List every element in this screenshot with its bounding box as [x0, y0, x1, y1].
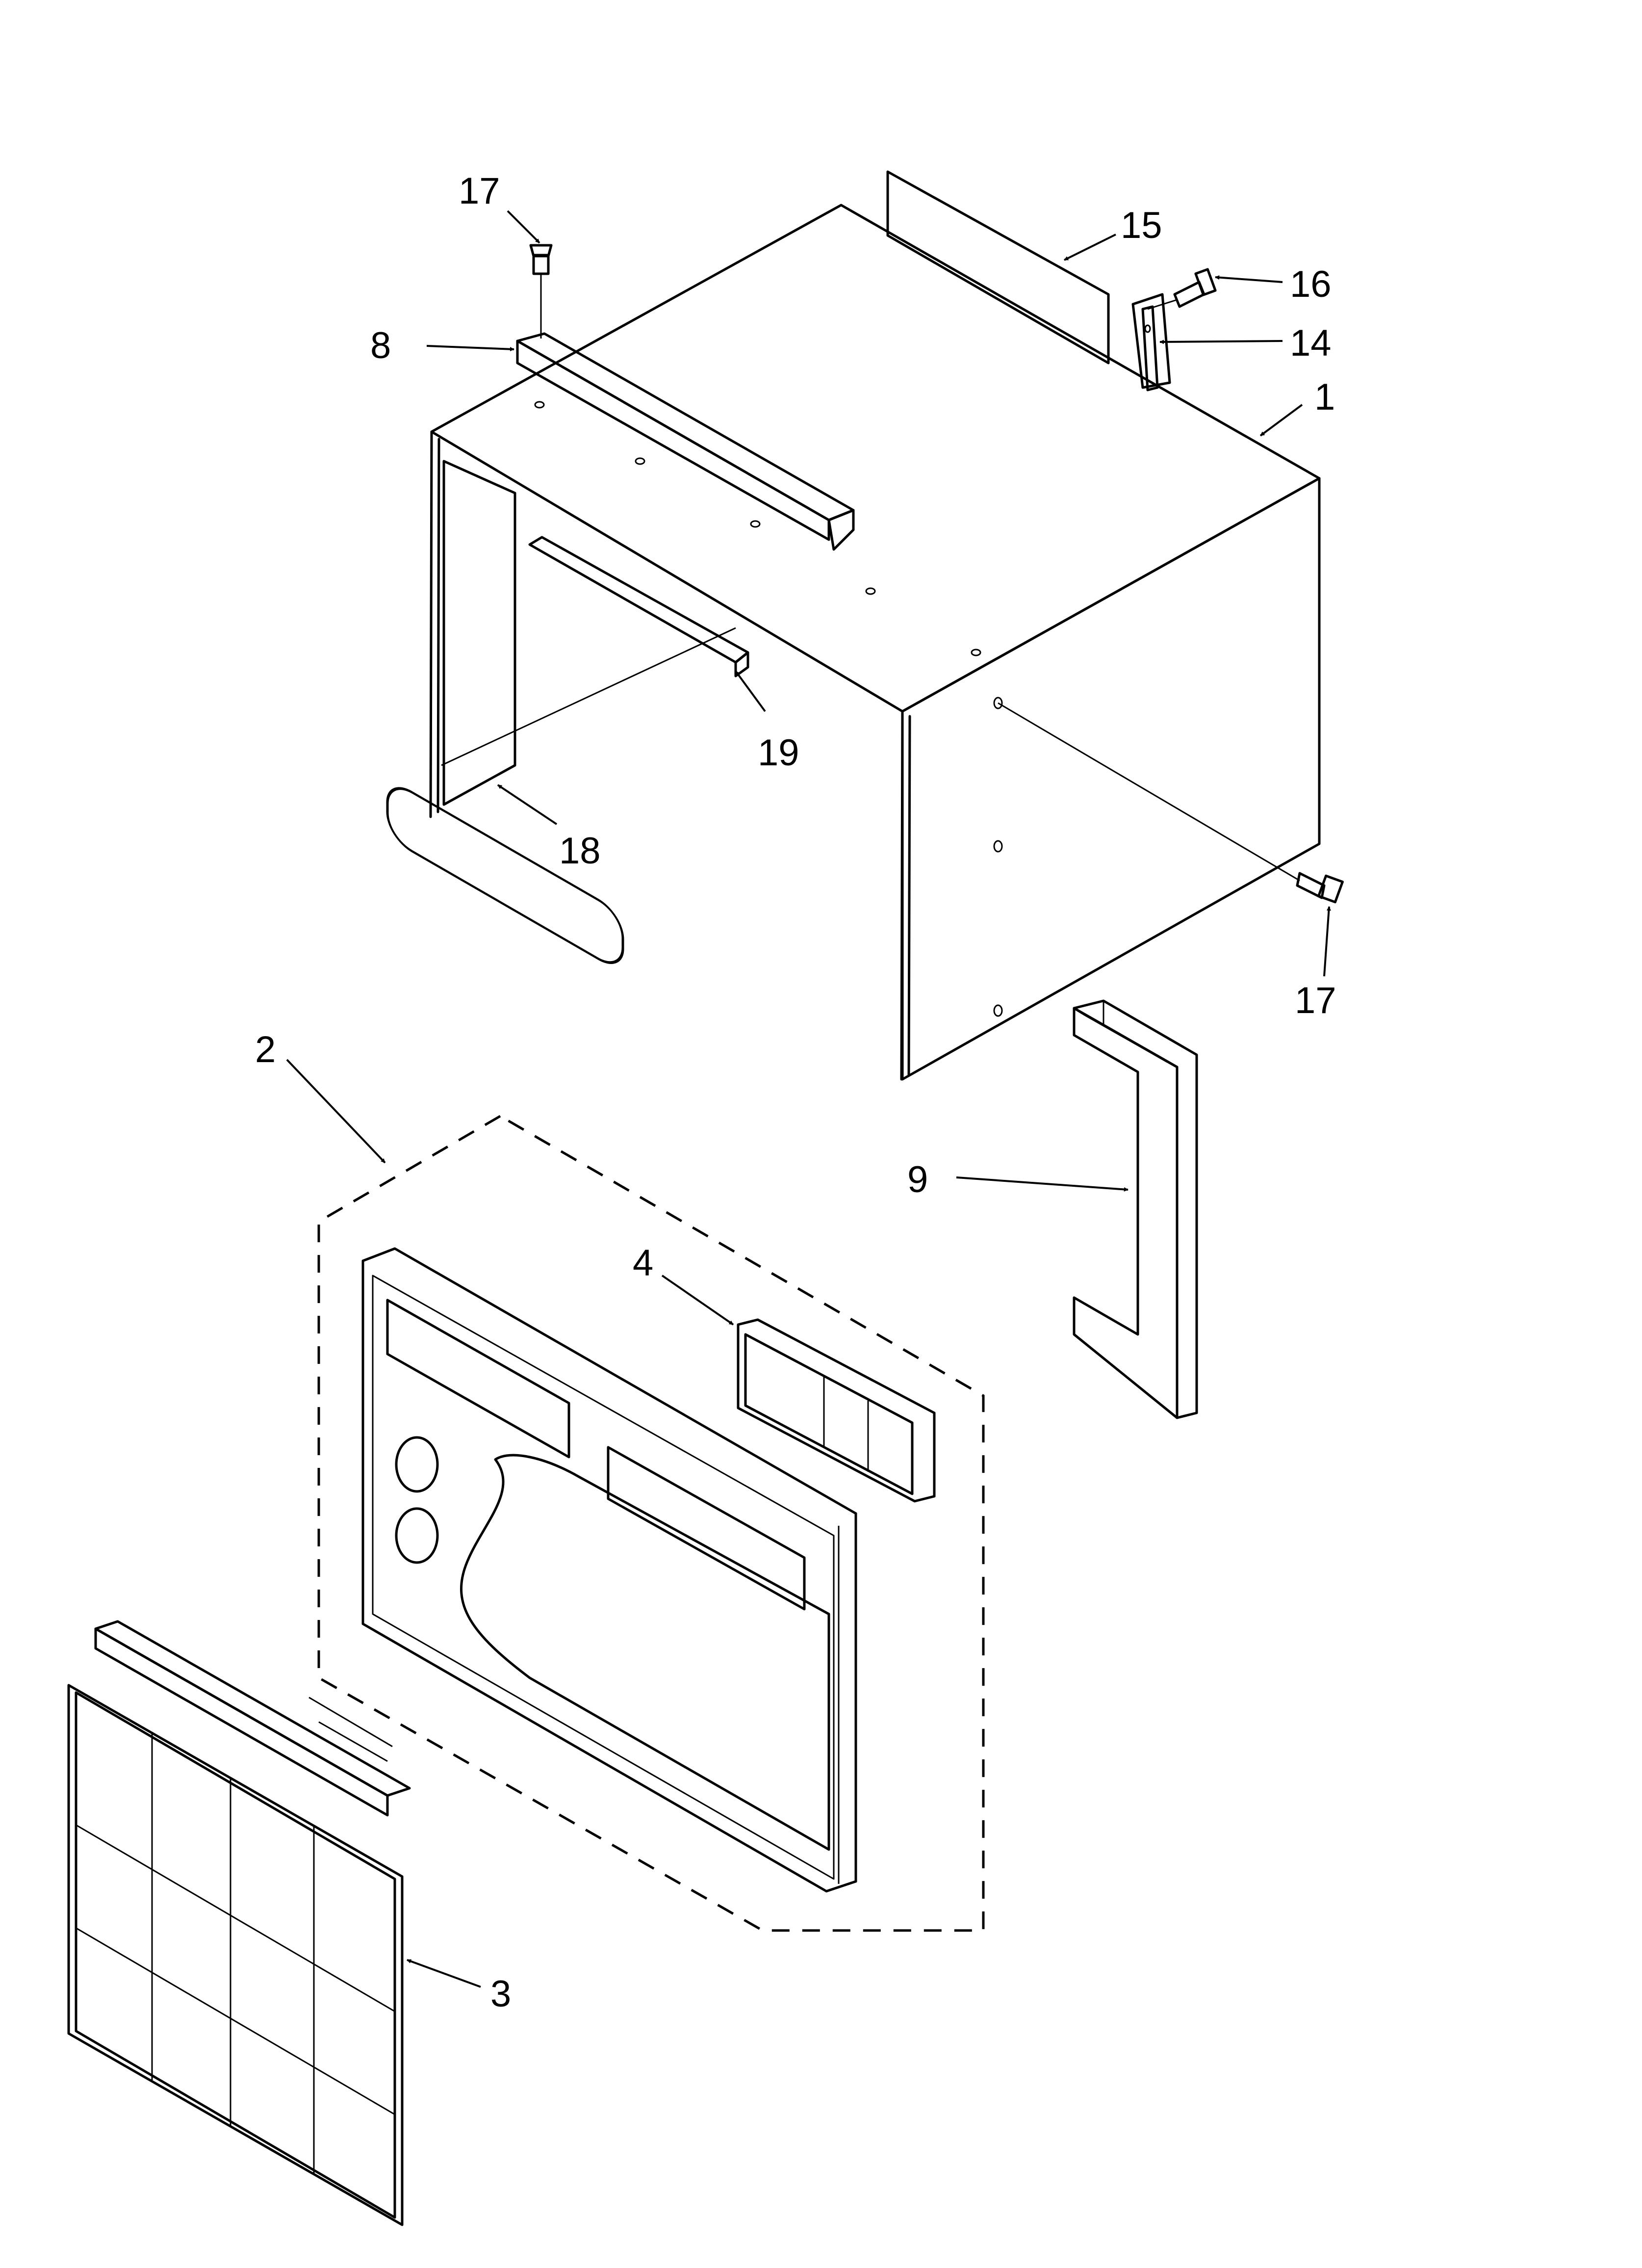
callout-17-top: 17 [459, 170, 500, 212]
cabinet-wrapper [429, 204, 1321, 1081]
side-curtain-frame [1073, 999, 1198, 1419]
front-assembly-boundary [317, 1115, 985, 1932]
screw-17-top [529, 244, 553, 339]
callout-4: 4 [633, 1242, 653, 1284]
callout-8: 8 [370, 325, 391, 366]
callout-16: 16 [1290, 263, 1332, 305]
callout-9: 9 [907, 1159, 928, 1200]
callout-1: 1 [1314, 376, 1335, 418]
rear-mesh [886, 170, 1110, 365]
callout-15: 15 [1121, 205, 1162, 246]
air-deflector [737, 1318, 936, 1503]
rear-bracket [1131, 293, 1171, 391]
callout-18: 18 [559, 830, 601, 872]
callout-17-side: 17 [1295, 980, 1336, 1021]
callout-2: 2 [255, 1029, 276, 1070]
callout-14: 14 [1290, 322, 1332, 364]
callout-19: 19 [758, 732, 799, 774]
top-channel [516, 332, 855, 551]
callout-3: 3 [490, 1973, 511, 2015]
air-filter [67, 1620, 411, 2226]
front-panel [361, 787, 857, 1893]
foam-seal-left [442, 460, 516, 806]
screw-16 [1147, 268, 1217, 310]
screw-17-side [998, 702, 1344, 904]
